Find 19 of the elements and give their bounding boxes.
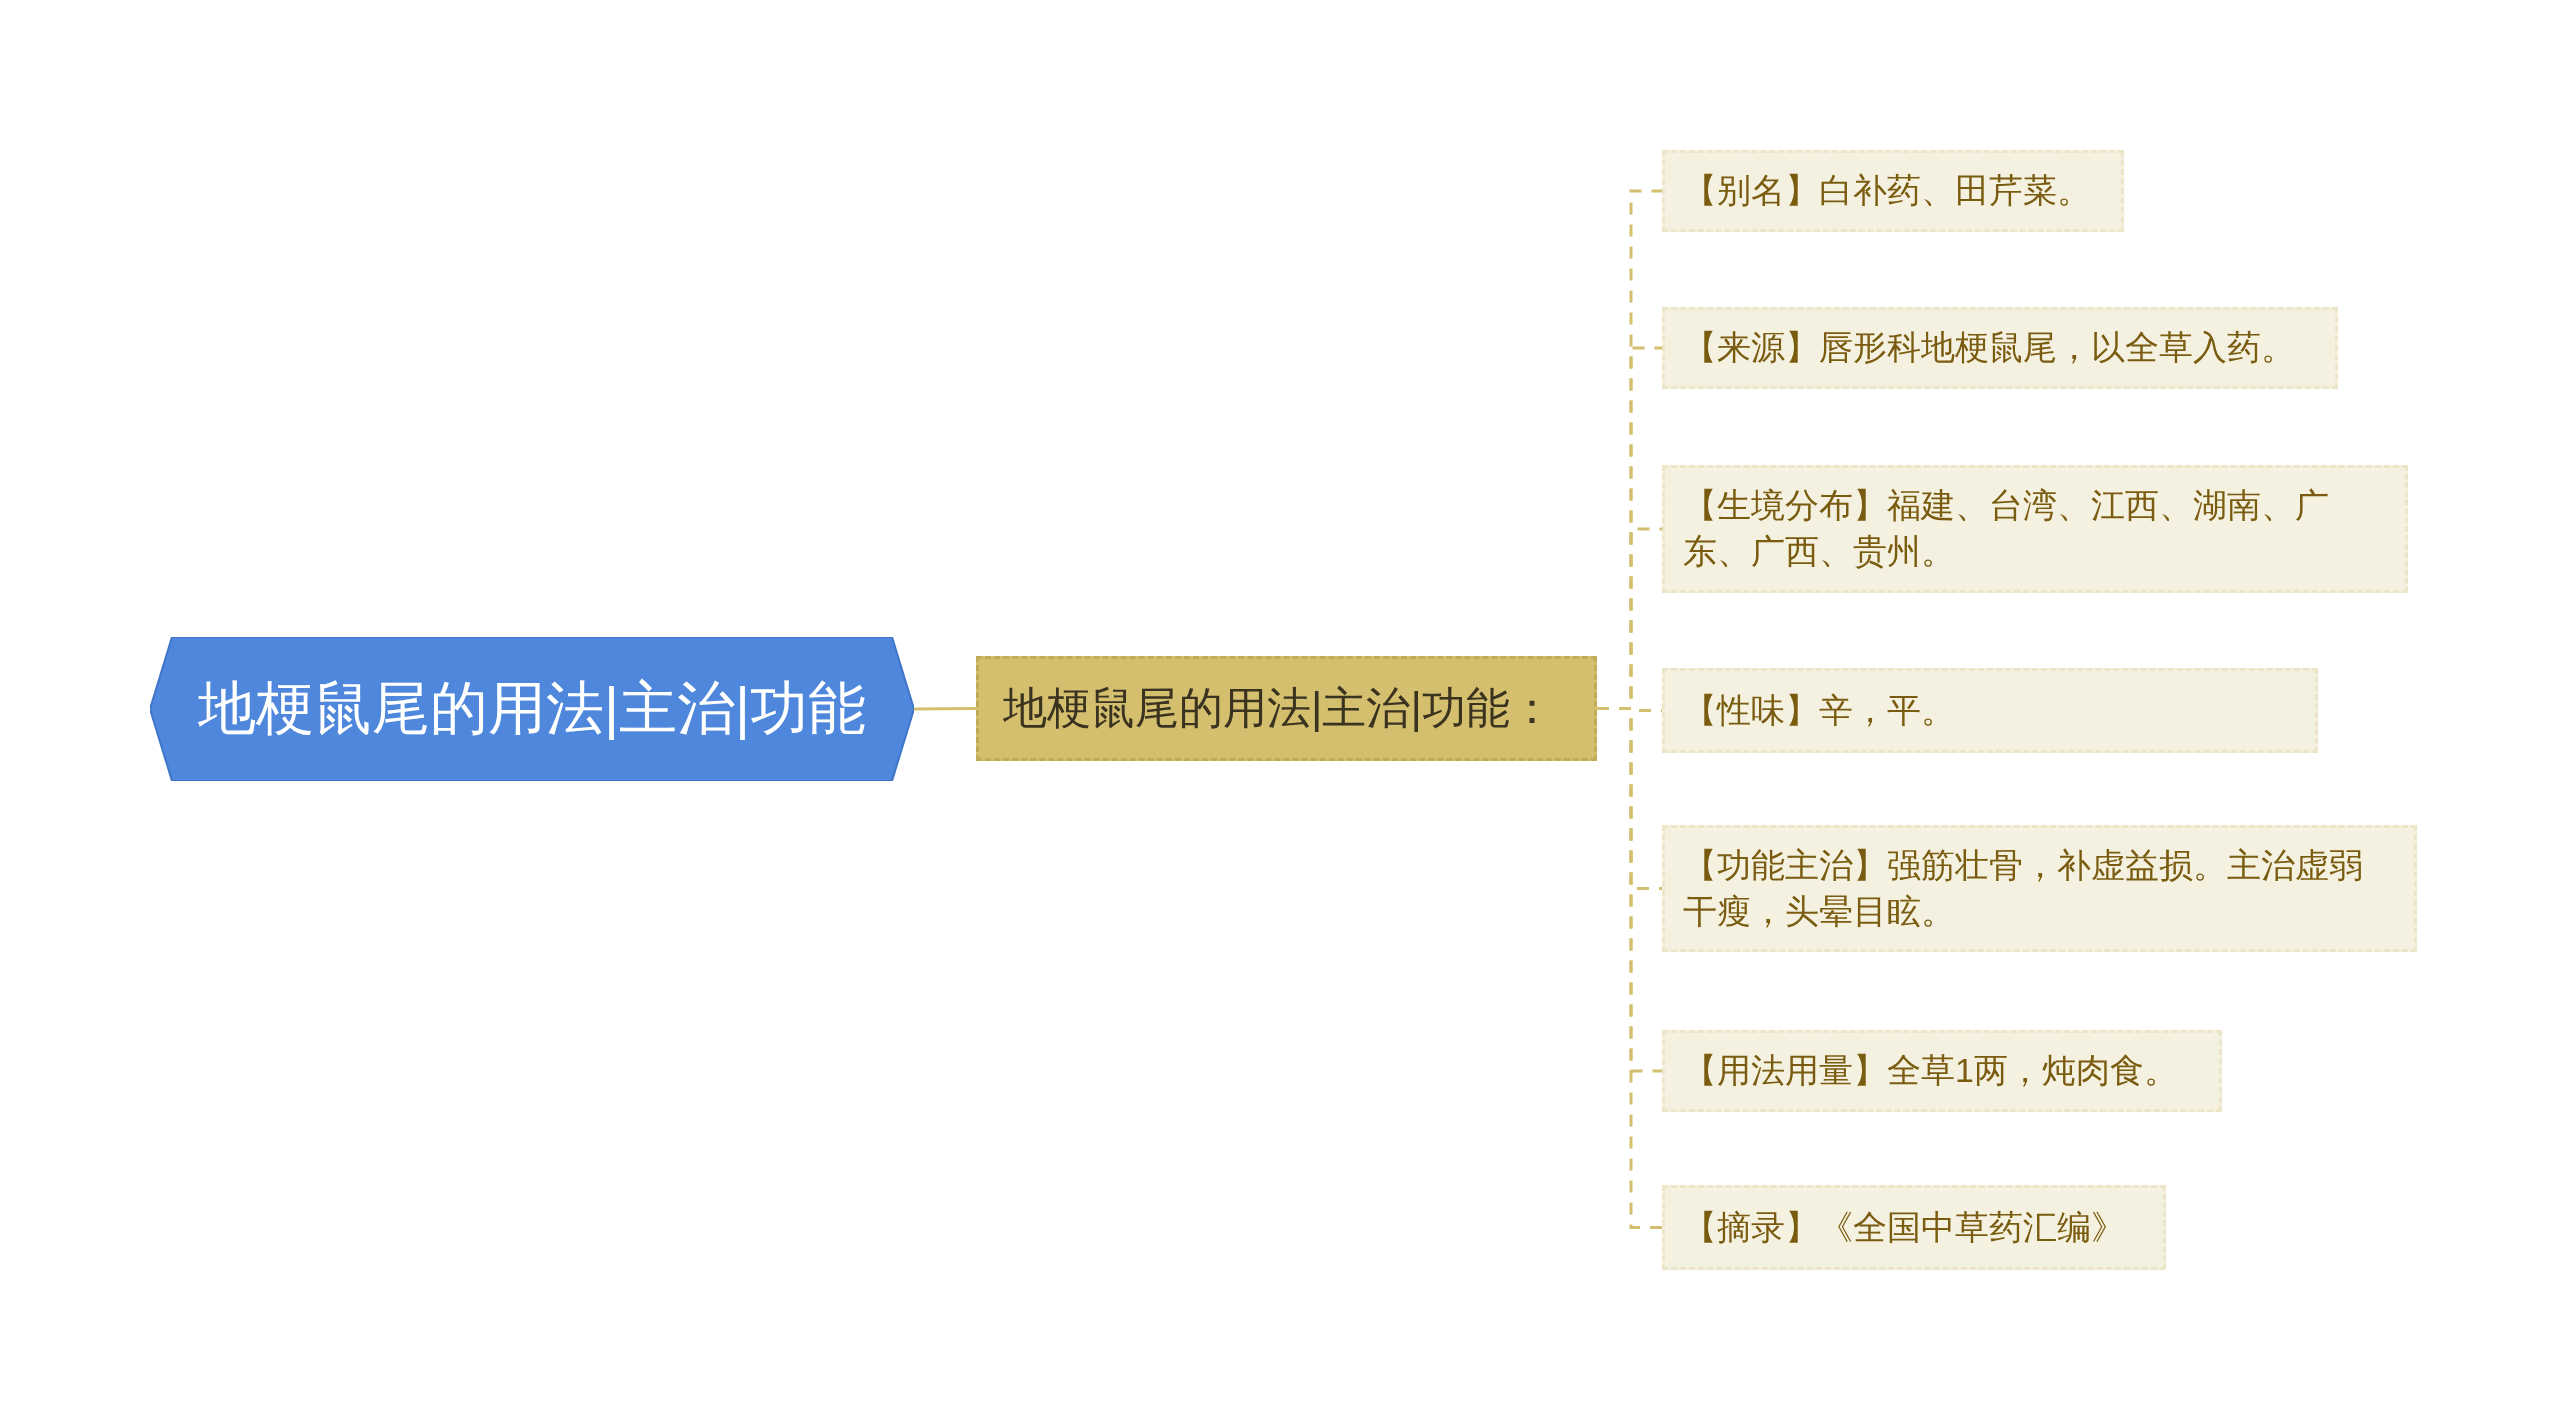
leaf-topic-box: [1662, 465, 2408, 593]
topic-text: 【别名】白补药、田芹菜。: [1683, 170, 2091, 212]
topic-text: 地梗鼠尾的用法|主治|功能: [197, 674, 867, 742]
leaf-topic-box: [1662, 1030, 2222, 1112]
topic-text: 【来源】唇形科地梗鼠尾，以全草入药。: [1683, 327, 2295, 369]
topic-text: 【用法用量】全草1两，炖肉食。: [1683, 1050, 2178, 1092]
leaf-topic-box: [1662, 150, 2124, 232]
topic-text: 【生境分布】福建、台湾、江西、湖南、广东、广西、贵州。: [1683, 485, 2330, 572]
leaf-topic-box: [1662, 668, 2318, 753]
topic-text: 【摘录】《全国中草药汇编》: [1683, 1206, 2125, 1248]
root-topic-hexagon: [150, 637, 914, 781]
topic-text: 【功能主治】强筋壮骨，补虚益损。主治虚弱干瘦，头晕目眩。: [1683, 844, 2364, 932]
leaf-topic-box: [1662, 307, 2338, 389]
leaf-topic-box: [1662, 825, 2417, 952]
topic-text: 地梗鼠尾的用法|主治|功能：: [1003, 682, 1554, 734]
connector-line: [914, 707, 976, 711]
subtopic-box: [976, 656, 1597, 761]
topic-text: 【性味】辛，平。: [1683, 689, 1955, 731]
leaf-topic-box: [1662, 1185, 2166, 1270]
